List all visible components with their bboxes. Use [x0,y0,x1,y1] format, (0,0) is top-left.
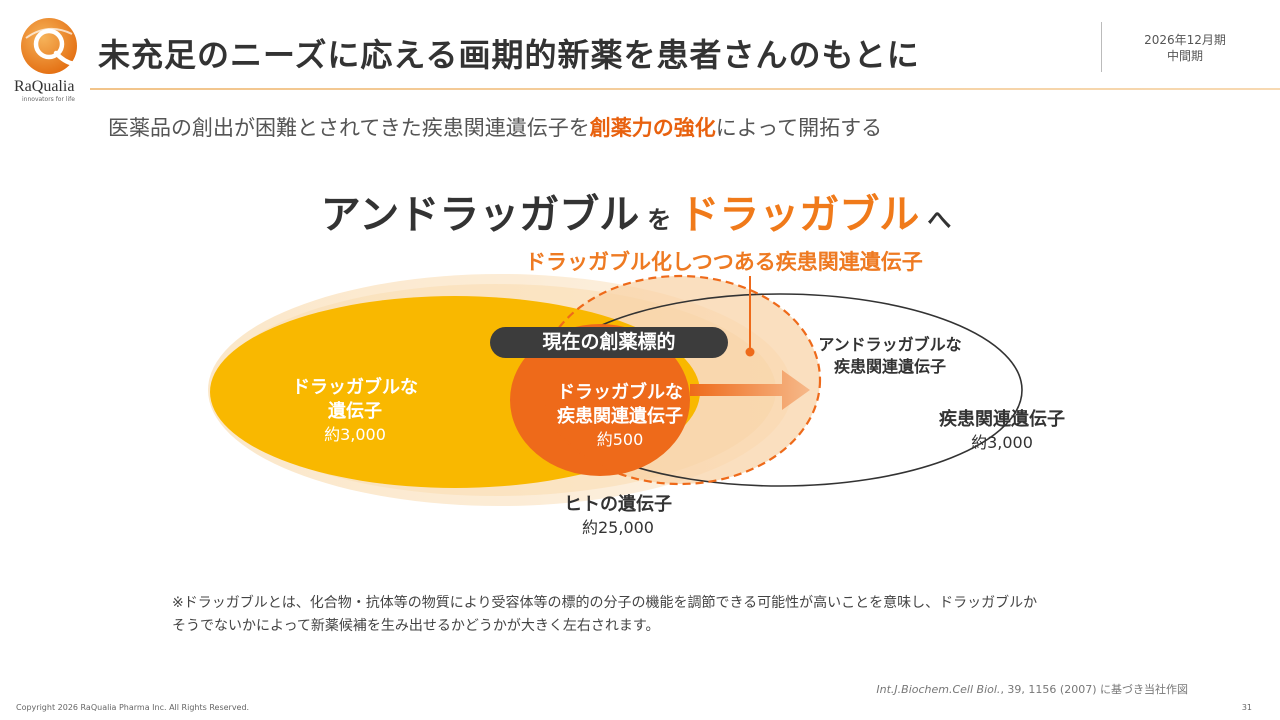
headline-undruggable: アンドラッガブル [320,192,640,238]
disease-genes-title: 疾患関連遺伝子 [939,409,1065,430]
brand-name: RaQualia [14,78,75,95]
headline-connector-wo: を [647,206,672,234]
subtitle-suffix: によって開拓する [715,116,883,140]
citation-journal: Int.J.Biochem.Cell Biol. [876,683,1001,696]
raqualia-logo-icon [21,18,77,74]
brand-tagline: innovators for life [22,96,75,103]
subtitle-highlight: 創薬力の強化 [589,116,716,140]
undruggable-disease-genes-label: アンドラッガブルな 疾患関連遺伝子 [800,334,980,378]
disease-genes-label: 疾患関連遺伝子 約3,000 [912,408,1092,454]
headline-druggable: ドラッガブル [679,192,920,238]
disease-genes-count: 約3,000 [971,433,1033,452]
footnote: ※ドラッガブルとは、化合物・抗体等の物質により受容体等の標的の分子の機能を調節で… [172,592,1182,638]
citation: Int.J.Biochem.Cell Biol., 39, 1156 (2007… [876,681,1188,697]
callout-dot [745,347,755,357]
period-label: 2026年12月期 中間期 [1110,32,1260,64]
page-title: 未充足のニーズに応える画期的新薬を患者さんのもとに [98,36,920,74]
druggable-upcoming-label: ドラッガブル化しつつある疾患関連遺伝子 [525,250,923,274]
period-year: 2026年12月期 [1144,33,1226,47]
druggable-disease-genes-label: ドラッガブルな 疾患関連遺伝子 約500 [530,381,710,451]
undruggable-disease-genes-line2: 疾患関連遺伝子 [833,357,946,376]
druggable-genes-line2: 遺伝子 [328,401,382,422]
subtitle-prefix: 医薬品の創出が困難とされてきた疾患関連遺伝子を [108,116,590,140]
druggable-genes-line1: ドラッガブルな [292,377,418,398]
druggable-disease-genes-line2: 疾患関連遺伝子 [557,406,683,427]
footnote-line1: ※ドラッガブルとは、化合物・抗体等の物質により受容体等の標的の分子の機能を調節で… [172,595,1038,611]
footnote-line2: そうでないかによって新薬候補を生み出せるかどうかが大きく左右されます。 [172,618,660,634]
human-genes-count: 約25,000 [582,518,654,537]
subtitle: 医薬品の創出が困難とされてきた疾患関連遺伝子を創薬力の強化によって開拓する [108,112,882,142]
citation-detail: , 39, 1156 (2007) に基づき当社作図 [1000,683,1188,696]
page-number: 31 [1241,703,1252,712]
druggable-genes-label: ドラッガブルな 遺伝子 約3,000 [265,376,445,446]
period-term: 中間期 [1166,49,1203,63]
title-divider [90,88,1280,90]
current-target-badge-bg [490,327,728,358]
human-genes-label: ヒトの遺伝子 約25,000 [528,493,708,539]
headline: アンドラッガブルをドラッガブルへ [0,182,1280,240]
human-genes-title: ヒトの遺伝子 [564,494,672,515]
druggable-disease-genes-line1: ドラッガブルな [557,382,683,403]
headline-connector-he: へ [927,206,952,234]
copyright: Copyright 2026 RaQualia Pharma Inc. All … [16,703,250,712]
header-divider [1101,22,1102,72]
current-target-badge: 現在の創薬標的 [542,331,676,353]
druggable-disease-genes-ellipse [510,324,690,476]
druggable-genes-count: 約3,000 [324,425,386,444]
right-arrow-icon [690,370,810,410]
undruggable-disease-genes-line1: アンドラッガブルな [818,335,962,354]
druggable-disease-genes-count: 約500 [596,430,644,449]
druggable-upcoming-ellipse [538,274,822,486]
